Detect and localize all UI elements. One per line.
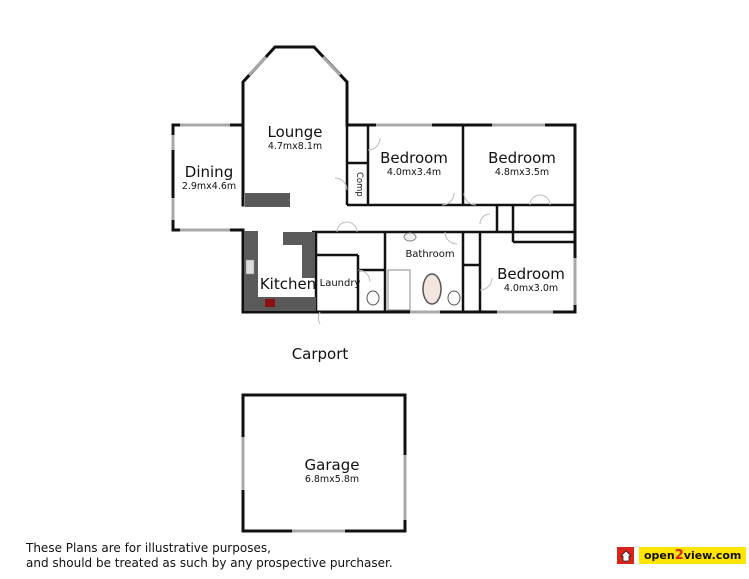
sink-icon (245, 259, 255, 275)
area-label-carport: Carport (292, 346, 349, 363)
room-name: Bedroom (497, 265, 565, 283)
room-label-kitchen: Kitchen (260, 276, 316, 293)
kitchen-benches (244, 193, 316, 311)
disclaimer: These Plans are for illustrative purpose… (26, 541, 393, 571)
room-name: Garage (304, 456, 360, 474)
room-label-bedroom-1: Bedroom 4.0mx3.4m (380, 150, 448, 179)
house-icon (617, 547, 634, 564)
room-label-comp: Comp (354, 172, 364, 197)
room-dimensions: 6.8mx5.8m (304, 474, 360, 485)
room-name: Bathroom (405, 249, 455, 260)
disclaimer-line-2: and should be treated as such by any pro… (26, 556, 393, 570)
toilet-icon (447, 290, 461, 306)
room-name: Carport (291, 345, 349, 363)
doors (317, 137, 551, 325)
room-label-bathroom: Bathroom (405, 249, 454, 261)
toilet-icon (366, 290, 380, 306)
basin-icon (403, 232, 417, 242)
room-name: Bedroom (488, 149, 556, 167)
room-name: Lounge (267, 123, 323, 141)
disclaimer-line-1: These Plans are for illustrative purpose… (26, 541, 271, 555)
room-dimensions: 4.0mx3.4m (386, 167, 442, 178)
logo-text: open2view.com (639, 547, 747, 564)
room-dimensions: 4.7mx8.1m (267, 141, 323, 152)
logo-prefix: open (644, 549, 675, 562)
cooktop-icon (265, 299, 275, 307)
logo-suffix: view.com (683, 549, 742, 562)
room-dimensions: 4.0mx3.0m (503, 283, 559, 294)
room-name: Dining (184, 163, 234, 181)
room-name: Laundry (319, 278, 361, 289)
room-dimensions: 2.9mx4.6m (181, 181, 237, 192)
room-name: Bedroom (380, 149, 448, 167)
room-dimensions: 4.8mx3.5m (494, 167, 550, 178)
room-label-bedroom-2: Bedroom 4.8mx3.5m (488, 150, 556, 179)
bathroom-fixtures (366, 232, 461, 311)
garage (241, 393, 407, 533)
room-label-laundry: Laundry (320, 278, 361, 290)
room-label-lounge: Lounge 4.7mx8.1m (267, 124, 322, 153)
room-name: Kitchen (259, 275, 317, 293)
shower-icon (387, 269, 411, 311)
open2view-logo: open2view.com (617, 547, 747, 564)
room-label-garage: Garage 6.8mx5.8m (305, 457, 360, 486)
room-label-dining: Dining 2.9mx4.6m (182, 164, 236, 193)
room-label-bedroom-3: Bedroom 4.0mx3.0m (497, 266, 565, 295)
windows (171, 55, 577, 314)
interior-walls (312, 125, 575, 312)
logo-two: 2 (674, 548, 684, 563)
bath-icon (422, 273, 442, 305)
